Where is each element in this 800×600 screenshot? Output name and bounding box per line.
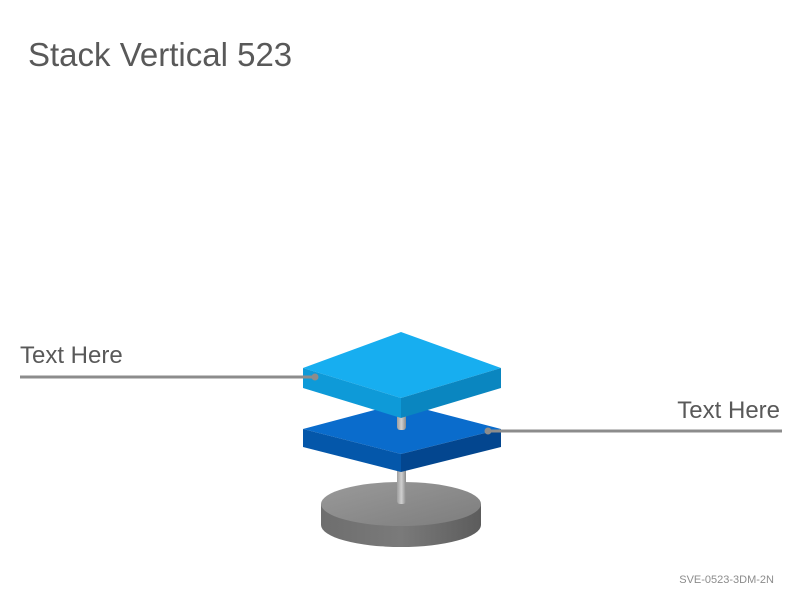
slide-code: SVE-0523-3DM-2N: [679, 574, 774, 586]
stack-base: [321, 482, 481, 547]
stack-layer-1: [303, 332, 501, 418]
slide-title: Stack Vertical 523: [28, 36, 293, 73]
layer-2-label: Text Here: [677, 397, 780, 424]
connector-right: [484, 427, 782, 435]
connector-left: [20, 373, 319, 381]
layer-1-label: Text Here: [20, 342, 123, 369]
